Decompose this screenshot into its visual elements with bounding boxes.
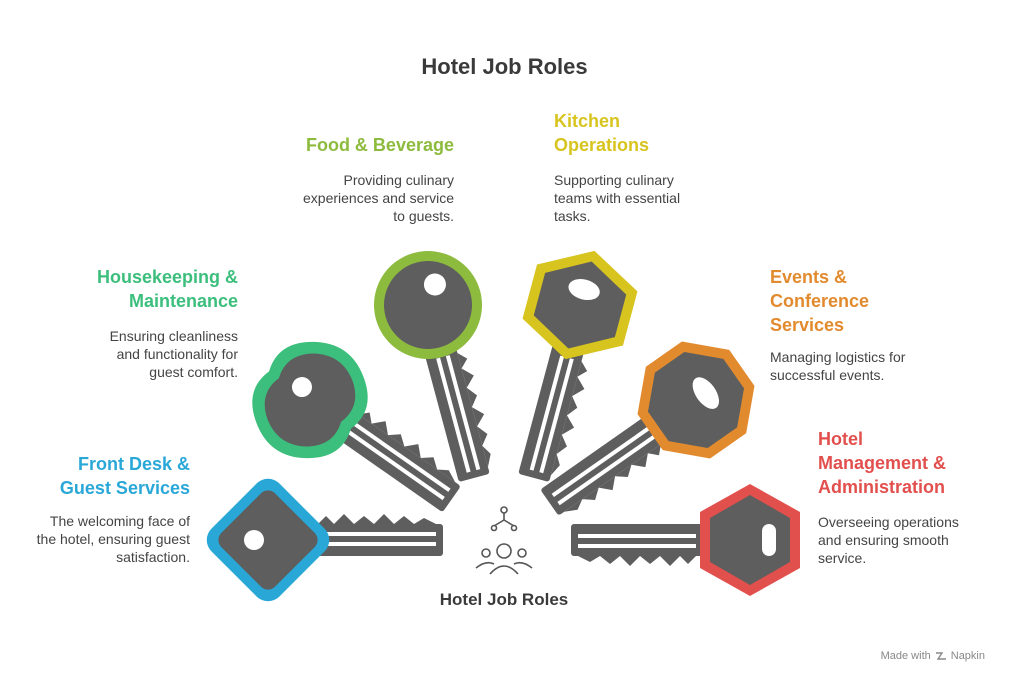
role-description-housekeeping: Ensuring cleanliness and functionality f… (109, 328, 238, 380)
key-icon-front-desk (206, 478, 443, 602)
people-network-icon (475, 506, 533, 575)
role-description-events: Managing logistics for successful events… (770, 349, 906, 383)
role-heading-front-desk: Front Desk & Guest Services (59, 454, 190, 498)
watermark: Made with Napkin (881, 650, 985, 662)
key-icon-kitchen (518, 250, 638, 485)
role-description-front-desk: The welcoming face of the hotel, ensurin… (36, 513, 190, 565)
page-title: Hotel Job Roles (421, 54, 588, 79)
key-icon-food-beverage (374, 251, 500, 483)
watermark-brand: Napkin (950, 650, 985, 662)
role-heading-food-beverage: Food & Beverage (305, 135, 454, 155)
watermark-prefix: Made with (880, 650, 931, 662)
napkin-logo-icon (935, 652, 946, 660)
role-heading-management: Hotel Management & Administration (818, 429, 947, 497)
key-icon-management (571, 484, 800, 596)
role-heading-housekeeping: Housekeeping & Maintenance (96, 267, 238, 311)
role-description-kitchen: Supporting culinary teams with essential… (554, 172, 681, 224)
key-icon-housekeeping (252, 341, 467, 513)
role-heading-kitchen: Kitchen Operations (554, 111, 650, 155)
key-icon-events (540, 341, 755, 524)
role-description-food-beverage: Providing culinary experiences and servi… (303, 172, 454, 224)
center-label: Hotel Job Roles (439, 590, 569, 609)
role-heading-events: Events & Conference Services (770, 267, 870, 335)
role-description-management: Overseeing operations and ensuring smoot… (818, 514, 959, 566)
